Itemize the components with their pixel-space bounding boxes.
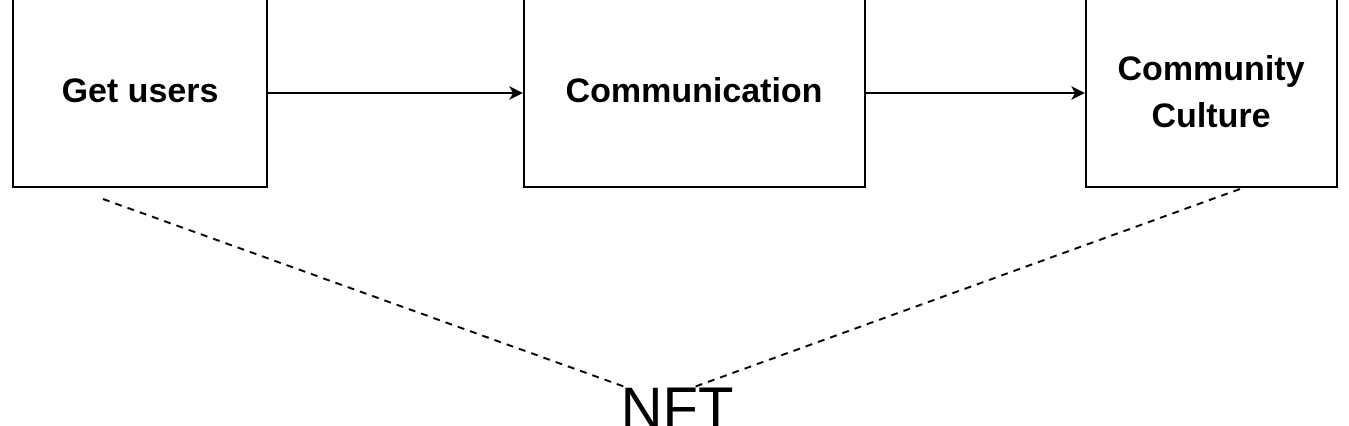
- node-get-users-label: Get users: [62, 72, 219, 110]
- nft-label: NFT: [621, 376, 734, 426]
- node-community-culture-box: [1085, 0, 1338, 188]
- node-communication-box: [523, 0, 866, 188]
- node-get-users: Get users: [12, 0, 268, 188]
- node-get-users-box: [12, 0, 268, 188]
- node-community-culture-label-line1: Community: [1118, 50, 1305, 88]
- dashed-edge-get-users-to-nft: [102, 198, 629, 389]
- node-communication: Communication: [523, 0, 866, 188]
- node-community-culture-label-line2: Culture: [1152, 97, 1271, 135]
- node-community-culture: Community Culture: [1085, 0, 1338, 188]
- dashed-edge-culture-to-nft: [693, 188, 1241, 388]
- node-communication-label: Communication: [566, 72, 823, 110]
